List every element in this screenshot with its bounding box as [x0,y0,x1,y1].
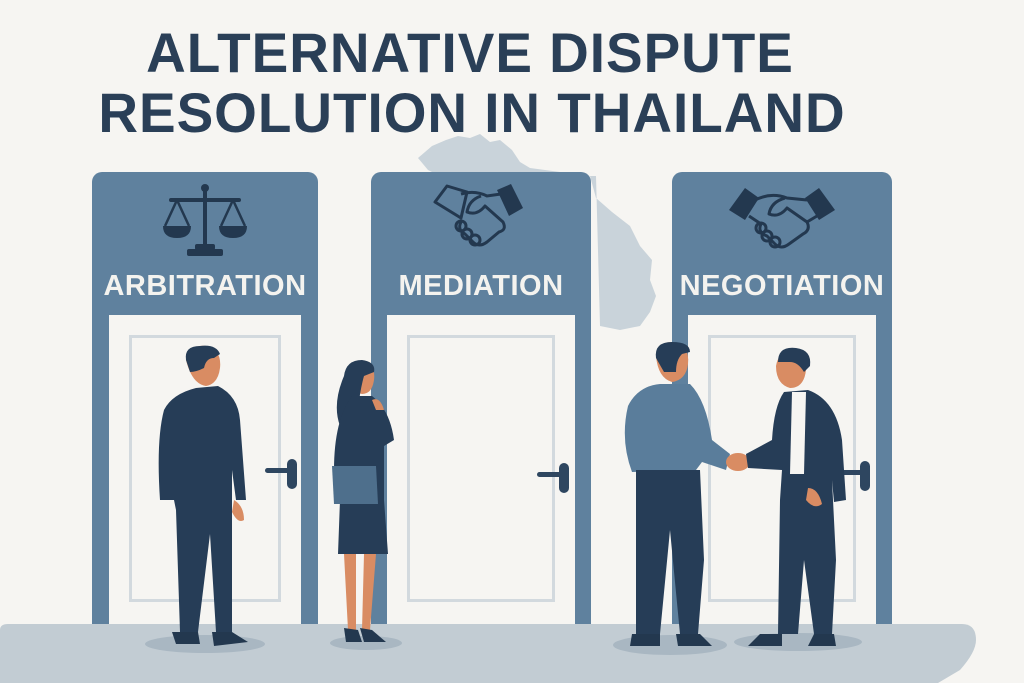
door-handle-icon[interactable] [537,461,573,495]
door-label-mediation: MEDIATION [398,270,564,302]
handshake-hands [726,453,750,471]
person-woman-with-folder [332,360,394,642]
person-man-in-suit-handshake [746,347,846,646]
door-panel[interactable] [387,315,575,624]
handshake-outline-icon [433,184,523,247]
person-man-in-suit [158,345,248,646]
title-line-1: ALTERNATIVE DISPUTE [146,21,794,84]
door-label-negotiation: NEGOTIATION [679,270,885,302]
door-inset-panel [407,335,555,602]
door-handle-icon[interactable] [265,457,301,491]
title-line-2: RESOLUTION IN THAILAND [98,81,846,144]
scales-of-justice-icon [163,184,247,256]
handshake-icon [729,188,835,249]
person-man-in-blue-sweater [624,342,730,646]
door-mediation[interactable]: MEDIATION [371,172,591,624]
door-handle-icon[interactable] [838,459,874,493]
door-label-arbitration: ARBITRATION [103,270,307,302]
